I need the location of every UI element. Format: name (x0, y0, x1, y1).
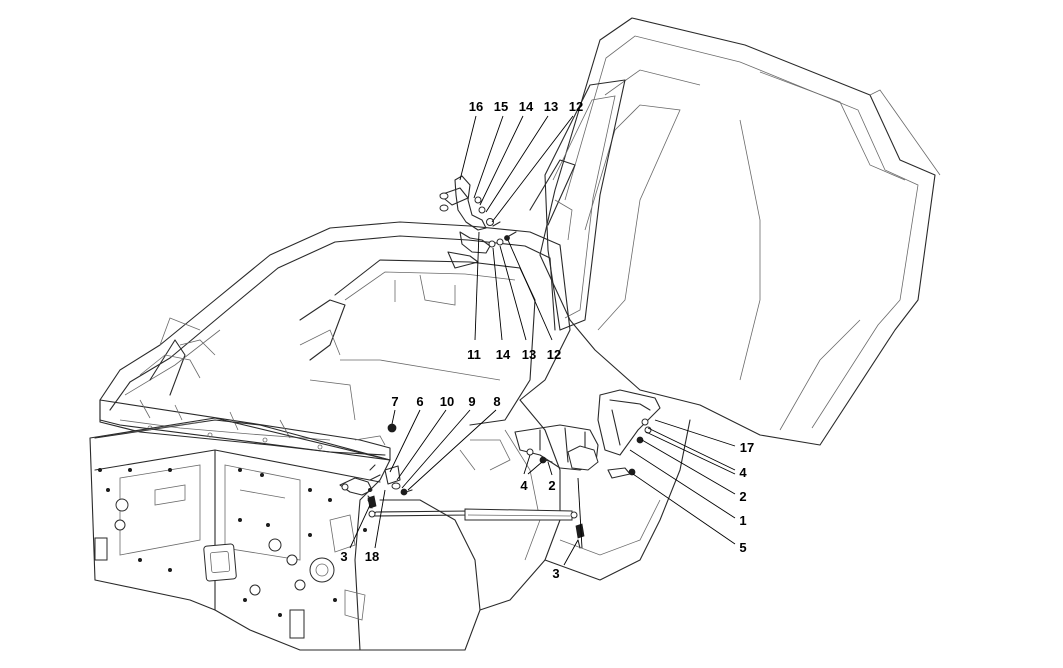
callout-6: 6 (416, 394, 423, 409)
callout-17: 17 (740, 440, 754, 455)
engine-bay-frame (99, 221, 571, 456)
callout-1: 1 (739, 513, 746, 528)
lower-hinge-bracket (339, 423, 413, 496)
leader-lines (349, 115, 736, 566)
callout-10: 10 (440, 394, 454, 409)
callout-13-lower: 13 (522, 347, 536, 362)
callout-12-lower: 12 (547, 347, 561, 362)
callout-15: 15 (494, 99, 508, 114)
left-hood-hinge (439, 175, 517, 269)
callout-14-upper: 14 (519, 99, 534, 114)
callout-9: 9 (468, 394, 475, 409)
callout-3-left: 3 (340, 549, 347, 564)
callout-12-upper: 12 (569, 99, 583, 114)
callout-13-upper: 13 (544, 99, 558, 114)
chassis-holes (98, 467, 372, 618)
windscreen-frame (529, 79, 626, 331)
callout-18: 18 (365, 549, 379, 564)
callout-11: 11 (467, 347, 481, 362)
hood-gas-strut (367, 495, 585, 549)
right-hood-hinge (514, 389, 661, 479)
hood-panel (539, 17, 941, 446)
callout-2-right: 2 (739, 489, 746, 504)
callout-labels: 16 15 14 13 12 11 14 13 12 7 6 10 9 8 4 … (340, 99, 754, 581)
callout-7: 7 (391, 394, 398, 409)
callout-2-left: 2 (548, 478, 555, 493)
callout-4-left: 4 (520, 478, 528, 493)
callout-8: 8 (493, 394, 500, 409)
callout-5: 5 (739, 540, 746, 555)
callout-4-right: 4 (739, 465, 747, 480)
callout-14-lower: 14 (496, 347, 511, 362)
callout-3-right: 3 (552, 566, 559, 581)
callout-16: 16 (469, 99, 483, 114)
